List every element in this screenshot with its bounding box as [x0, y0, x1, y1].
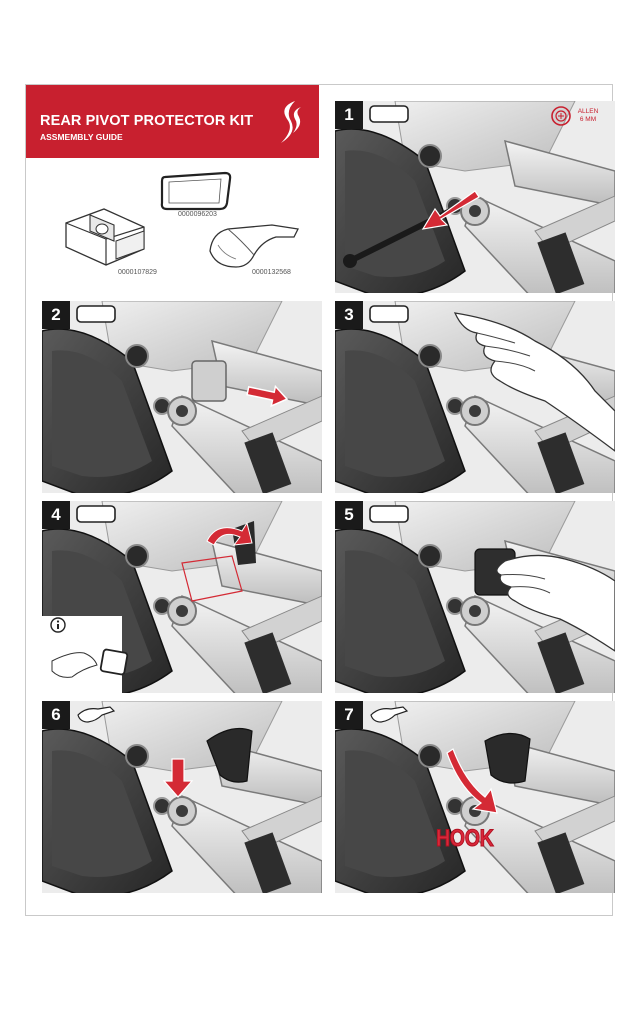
protector-cover-icon [77, 706, 115, 723]
specialized-logo [281, 101, 301, 143]
step-1-illustration [335, 101, 615, 293]
tool-label: ALLEN 6 MM [571, 108, 605, 124]
step-7-illustration [335, 701, 615, 893]
step-6-illustration [42, 701, 322, 893]
step-5-number: 5 [335, 501, 363, 529]
step-1-panel: 1 ALLEN 6 MM [335, 101, 615, 293]
step-2-number: 2 [42, 301, 70, 329]
protector-cover-icon [370, 706, 408, 723]
assembly-guide-sheet: REAR PIVOT PROTECTOR KIT ASSMEMBLY GUIDE… [25, 84, 615, 916]
tool-label-line1: ALLEN [577, 108, 599, 115]
step-5-panel: 5 [335, 501, 615, 693]
pivot-protector-block-icon [65, 208, 145, 266]
step-5-illustration [335, 501, 615, 693]
protector-cover-icon [209, 224, 299, 268]
guide-header: REAR PIVOT PROTECTOR KIT ASSMEMBLY GUIDE [26, 85, 319, 158]
step-2-illustration [42, 301, 322, 493]
rubber-seal-gasket-icon [369, 105, 409, 123]
part-number-1: 0000107829 [118, 269, 157, 276]
step-4-panel: 4 [42, 501, 322, 693]
part-number-2: 0000096203 [178, 211, 217, 218]
guide-subtitle: ASSMEMBLY GUIDE [40, 132, 123, 142]
step-3-number: 3 [335, 301, 363, 329]
step-6-number: 6 [42, 701, 70, 729]
part-number-3: 0000132568 [252, 269, 291, 276]
step-3-illustration [335, 301, 615, 493]
step-3-panel: 3 [335, 301, 615, 493]
rubber-seal-gasket-icon [369, 305, 409, 323]
step-7-number: 7 [335, 701, 363, 729]
step-1-number: 1 [335, 101, 363, 129]
allen-key-icon [551, 106, 571, 126]
rubber-seal-gasket-icon [76, 305, 116, 323]
parts-panel: REAR PIVOT PROTECTOR KIT ASSMEMBLY GUIDE… [26, 85, 319, 288]
step-4-illustration [42, 501, 322, 693]
rubber-seal-gasket-icon [369, 505, 409, 523]
rubber-seal-gasket-icon [76, 505, 116, 523]
info-icon [50, 617, 66, 633]
rubber-seal-gasket-icon [160, 171, 232, 211]
step-2-panel: 2 [42, 301, 322, 493]
step-7-panel: 7 HOOK [335, 701, 615, 893]
tool-label-line2: 6 MM [579, 116, 597, 123]
hook-callout: HOOK [436, 825, 495, 853]
step-6-panel: 6 [42, 701, 322, 893]
guide-title: REAR PIVOT PROTECTOR KIT [40, 113, 254, 129]
step-4-number: 4 [42, 501, 70, 529]
